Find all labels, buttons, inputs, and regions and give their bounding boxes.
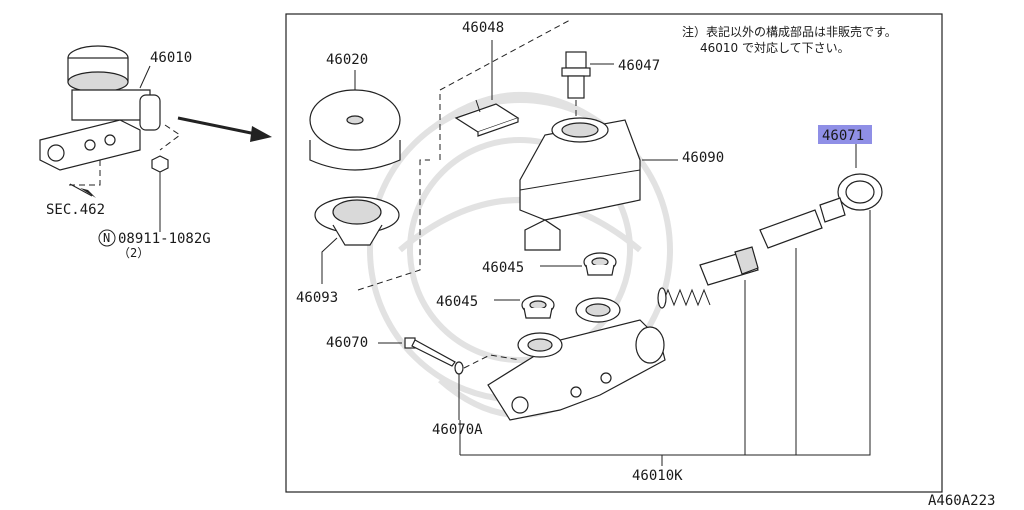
label-nut-qty: （2） [118,246,149,260]
retaining-pin [404,337,456,367]
label-plug: 46047 [618,58,660,74]
strainer [314,196,400,246]
spring [657,287,711,309]
label-nut-part: 08911-1082G [118,231,211,247]
label-highlighted[interactable]: 46071 [822,128,864,144]
label-grommet-upper: 46045 [482,260,524,276]
overview-leader [66,160,101,186]
label-reservoir: 46090 [682,150,724,166]
reservoir-tank [519,117,641,251]
sec-arrow [80,188,96,198]
note-line-2: 46010 で対応して下さい。 [700,41,850,55]
o-ring [454,361,464,375]
note-line-1: 注）表記以外の構成部品は非販売です。 [682,24,897,39]
label-kit: 46010K [632,468,683,484]
grommet-upper [583,252,617,276]
label-nut-marker: N [103,231,110,245]
label-oring: 46070A [432,422,483,438]
seal-ring [837,173,883,211]
grommet-lower [521,295,555,319]
label-cap: 46020 [326,52,368,68]
assembly-overview [39,45,161,171]
label-master-cylinder: 46010 [150,50,192,66]
detail-arrow [177,116,257,136]
label-sec-ref: SEC.462 [46,202,105,218]
reservoir-cap [309,89,401,171]
plug-bolt [561,51,591,99]
label-grommet-lower: 46045 [436,294,478,310]
label-strainer: 46093 [296,290,338,306]
label-pin: 46070 [326,335,368,351]
diagram-id: A460A223 [928,493,995,509]
kit-bracket [459,210,871,456]
label-connector: 46048 [462,20,504,36]
nut-marker-circle [98,229,116,247]
piston-assembly [699,197,846,286]
cylinder-body [487,297,666,421]
detail-frame [285,13,943,493]
nut-icon [151,155,169,173]
highlight-box [818,125,872,144]
connector [454,99,520,137]
